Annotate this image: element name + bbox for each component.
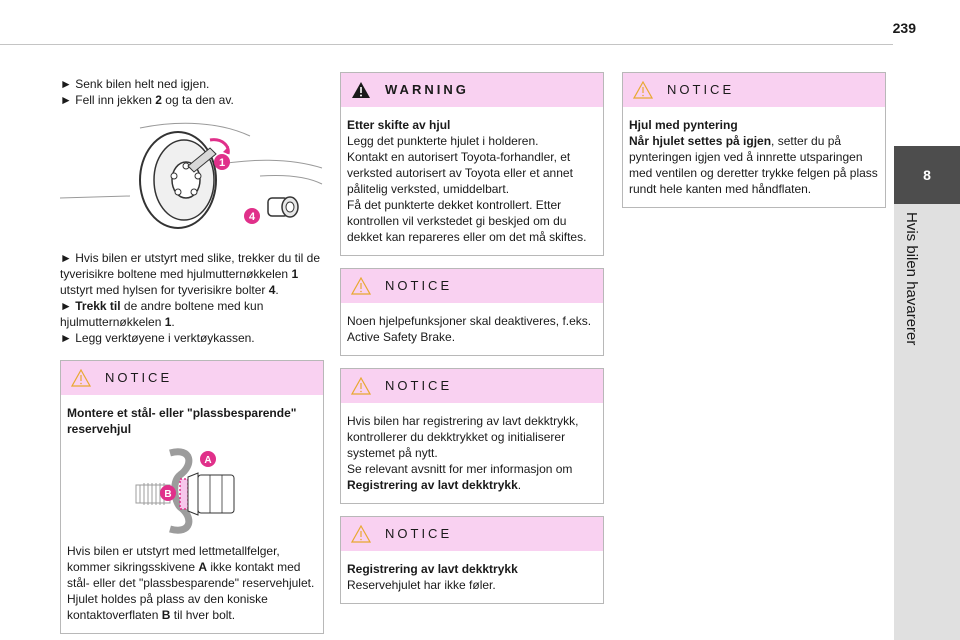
notice-heading: Registrering av lavt dekktrykk bbox=[347, 562, 518, 576]
callout-b: B bbox=[164, 489, 171, 500]
column-middle: WARNING Etter skifte av hjul Legg det pu… bbox=[340, 72, 604, 616]
bullet-arrow-icon: ► bbox=[60, 299, 72, 313]
notice-header: NOTICE bbox=[61, 361, 323, 395]
chapter-tab[interactable]: 8 bbox=[894, 146, 960, 204]
page-number: 239 bbox=[892, 20, 916, 36]
step-stow-tools: ► Legg verktøyene i verktøykassen. bbox=[60, 331, 255, 345]
notice-title: NOTICE bbox=[385, 278, 453, 293]
warning-triangle-outline-icon bbox=[351, 277, 371, 295]
notice-text: Hvis bilen er utstyrt med lettmetallfelg… bbox=[67, 544, 315, 622]
step-anti-theft-bolts: ► Hvis bilen er utstyrt med slike, trekk… bbox=[60, 251, 320, 297]
notice-text: Når hjulet settes på igjen, setter du på… bbox=[629, 134, 878, 196]
notice-header: NOTICE bbox=[341, 369, 603, 403]
notice-heading: Montere et stål- eller "plassbesparende"… bbox=[67, 406, 297, 436]
notice-text: Reservehjulet har ikke føler. bbox=[347, 578, 496, 592]
callout-1: 1 bbox=[219, 157, 225, 169]
step-fold-jack: ► Fell inn jekken 2 og ta den av. bbox=[60, 93, 234, 107]
column-right: NOTICE Hjul med pyntering Når hjulet set… bbox=[622, 72, 886, 220]
column-left: ► Senk bilen helt ned igjen. ► Fell inn … bbox=[60, 76, 324, 640]
notice-text: Se relevant avsnitt for mer informasjon … bbox=[347, 462, 573, 492]
notice-text: Noen hjelpefunksjoner skal deaktiveres, … bbox=[347, 314, 592, 344]
callout-4: 4 bbox=[249, 211, 256, 223]
notice-title: NOTICE bbox=[667, 82, 735, 97]
warning-triangle-outline-icon bbox=[351, 377, 371, 395]
chapter-strip bbox=[894, 204, 960, 640]
warning-box: WARNING Etter skifte av hjul Legg det pu… bbox=[340, 72, 604, 256]
cross-reference-link[interactable]: Registrering av lavt dekktrykk bbox=[347, 478, 518, 492]
notice-header: NOTICE bbox=[341, 517, 603, 551]
warning-line: Kontakt en autorisert Toyota-forhandler,… bbox=[347, 150, 573, 196]
bullet-arrow-icon: ► bbox=[60, 331, 72, 345]
notice-box-spare-wheel: NOTICE Montere et stål- eller "plassbesp… bbox=[60, 360, 324, 634]
header-rule bbox=[0, 44, 893, 45]
warning-line: Få det punkterte dekket kontrollert. Ett… bbox=[347, 198, 587, 244]
step-tighten-bolts: ► Trekk til de andre boltene med kun hju… bbox=[60, 299, 264, 329]
notice-title: NOTICE bbox=[385, 378, 453, 393]
step-lower-car: ► Senk bilen helt ned igjen. bbox=[60, 77, 210, 91]
notice-title: NOTICE bbox=[385, 526, 453, 541]
warning-heading: Etter skifte av hjul bbox=[347, 118, 451, 132]
notice-header: NOTICE bbox=[623, 73, 885, 107]
chapter-title: Hvis bilen havarerer bbox=[903, 212, 920, 346]
callout-a: A bbox=[204, 455, 211, 466]
bullet-arrow-icon: ► bbox=[60, 93, 72, 107]
notice-box-tyre-pressure: NOTICE Hvis bilen har registrering av la… bbox=[340, 368, 604, 504]
warning-triangle-outline-icon bbox=[633, 81, 653, 99]
notice-box-assist-functions: NOTICE Noen hjelpefunksjoner skal deakti… bbox=[340, 268, 604, 356]
notice-heading: Hjul med pyntering bbox=[629, 118, 738, 132]
bolt-washer-illustration: A B bbox=[135, 448, 235, 534]
notice-box-trim-ring: NOTICE Hjul med pyntering Når hjulet set… bbox=[622, 72, 886, 208]
chapter-number: 8 bbox=[923, 167, 931, 183]
bullet-arrow-icon: ► bbox=[60, 77, 72, 91]
notice-title: NOTICE bbox=[105, 370, 173, 385]
warning-line: Legg det punkterte hjulet i holderen. bbox=[347, 134, 539, 148]
notice-text: Hvis bilen har registrering av lavt dekk… bbox=[347, 414, 579, 460]
warning-triangle-outline-icon bbox=[351, 525, 371, 543]
warning-header: WARNING bbox=[341, 73, 603, 107]
warning-title: WARNING bbox=[385, 82, 469, 97]
notice-box-spare-sensor: NOTICE Registrering av lavt dekktrykk Re… bbox=[340, 516, 604, 604]
bullet-arrow-icon: ► bbox=[60, 251, 72, 265]
warning-triangle-filled-icon bbox=[352, 82, 370, 98]
warning-triangle-outline-icon bbox=[71, 369, 91, 387]
notice-header: NOTICE bbox=[341, 269, 603, 303]
steps-top: ► Senk bilen helt ned igjen. ► Fell inn … bbox=[60, 76, 324, 108]
wheel-wrench-illustration: 1 4 bbox=[60, 122, 323, 229]
